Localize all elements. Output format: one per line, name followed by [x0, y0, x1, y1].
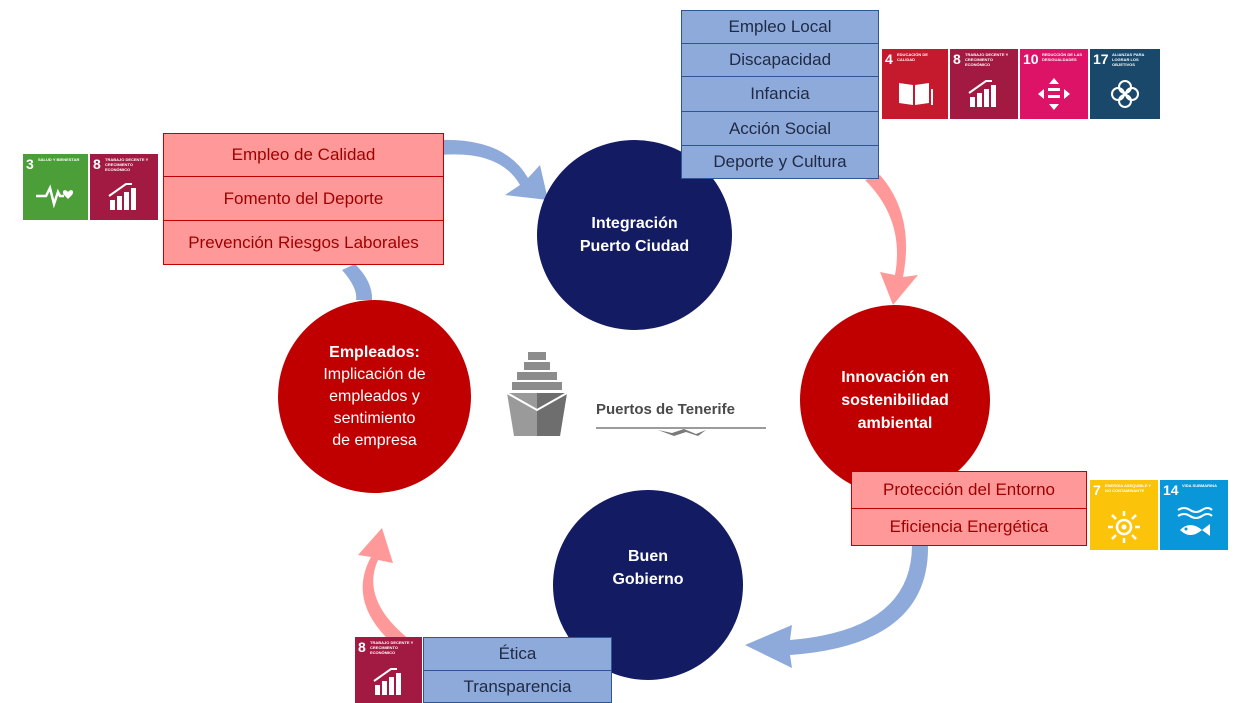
circle-empleados-title: Empleados:	[329, 344, 420, 361]
flower-icon	[1111, 80, 1139, 108]
sdg-17-label: Alianzas para lograr los objetivos	[1112, 52, 1145, 67]
sdg-7-number: 7	[1093, 482, 1101, 498]
sdg-8-number-top: 8	[953, 51, 961, 67]
circle-innovacion-line2: sostenibilidad	[841, 391, 949, 409]
sdg-8-tile-top: 8 Trabajo decente y crecimiento económic…	[950, 49, 1018, 119]
sdg-10-label: Reducción de las desigualdades	[1042, 52, 1083, 62]
sdg-8-tile-left: 8 Trabajo decente y crecimiento económic…	[90, 154, 158, 220]
sdg-7-tile: 7 Energía asequible y no contaminante	[1090, 480, 1158, 550]
sdg-14-number: 14	[1163, 482, 1179, 498]
sdg-3-tile: 3 Salud y bienestar	[23, 154, 88, 220]
box-empleo-local: Empleo Local	[681, 10, 879, 44]
box-proteccion-entorno: Protección del Entorno	[851, 471, 1087, 509]
circle-innovacion-line1: Innovación en	[841, 368, 949, 386]
circle-empleados-line4: de empresa	[332, 432, 417, 449]
circle-gobierno-line1: Buen	[628, 548, 668, 565]
box-accion-social: Acción Social	[681, 111, 879, 146]
sdg-3-label: Salud y bienestar	[38, 157, 80, 162]
sdg-8-label-top: Trabajo decente y crecimiento económico	[965, 52, 1009, 67]
box-empleo-calidad: Empleo de Calidad	[163, 133, 444, 177]
arrow-gobierno-to-empleados	[358, 528, 410, 650]
box-transparencia: Transparencia	[423, 670, 612, 703]
circle-empleados: Empleados: Implicación de empleados y se…	[278, 300, 471, 493]
sun-icon	[1108, 511, 1140, 543]
circle-integracion-line1: Integración	[591, 215, 678, 232]
arrow-integracion-to-innovacion	[865, 175, 918, 305]
arrow-innovacion-to-gobierno	[745, 545, 929, 668]
fish-icon	[1177, 507, 1213, 536]
circle-gobierno-line2: Gobierno	[612, 571, 684, 588]
sdg-17-tile: 17 Alianzas para lograr los objetivos	[1090, 49, 1160, 119]
sdg-17-number: 17	[1093, 51, 1109, 67]
circle-empleados-line3: sentimiento	[333, 410, 416, 427]
arrow-empleados-to-integracion	[440, 139, 548, 200]
growth-chart-icon	[108, 183, 136, 210]
circle-buen-gobierno: Buen Gobierno	[553, 490, 743, 680]
sdg-14-label: Vida submarina	[1182, 483, 1217, 488]
sdg-10-number: 10	[1023, 51, 1039, 67]
box-eficiencia-energetica: Eficiencia Energética	[851, 508, 1087, 546]
sdg-7-label: Energía asequible y no contaminante	[1105, 483, 1152, 493]
sdg-3-number: 3	[26, 156, 34, 172]
arrow-empleados-up	[342, 264, 373, 300]
sdg-4-tile: 4 Educación de calidad	[882, 49, 948, 119]
ship-icon	[506, 352, 568, 436]
book-icon	[899, 83, 933, 105]
box-etica: Ética	[423, 637, 612, 671]
sdg-8-label-bottom: Trabajo decente y crecimiento económico	[370, 640, 414, 655]
box-infancia: Infancia	[681, 76, 879, 112]
circle-empleados-line2: empleados y	[329, 388, 420, 405]
growth-chart-icon	[968, 80, 996, 107]
handshake-icon	[596, 427, 766, 436]
circle-innovacion-line3: ambiental	[857, 414, 933, 432]
sdg-10-tile: 10 Reducción de las desigualdades	[1020, 49, 1088, 119]
org-name: Puertos de Tenerife	[596, 401, 735, 418]
equality-icon	[1038, 78, 1070, 110]
sdg-14-tile: 14 Vida submarina	[1160, 480, 1228, 550]
box-prevencion-riesgos: Prevención Riesgos Laborales	[163, 220, 444, 265]
sdg-8-number-left: 8	[93, 156, 101, 172]
circle-empleados-line1: Implicación de	[323, 366, 426, 383]
sdg-8-label-left: Trabajo decente y crecimiento económico	[105, 157, 149, 172]
box-fomento-deporte: Fomento del Deporte	[163, 176, 444, 221]
sdg-4-label: Educación de calidad	[897, 52, 928, 62]
sdg-8-tile-bottom: 8 Trabajo decente y crecimiento económic…	[355, 637, 422, 703]
growth-chart-icon	[372, 668, 401, 695]
circle-integracion-line2: Puerto Ciudad	[579, 238, 690, 255]
box-discapacidad: Discapacidad	[681, 43, 879, 77]
sdg-4-number: 4	[885, 51, 893, 67]
heartbeat-icon	[35, 184, 73, 208]
sdg-8-number-bottom: 8	[358, 639, 366, 655]
circle-innovacion-sostenibilidad: Innovación en sostenibilidad ambiental	[800, 305, 990, 495]
box-deporte-cultura: Deporte y Cultura	[681, 145, 879, 179]
